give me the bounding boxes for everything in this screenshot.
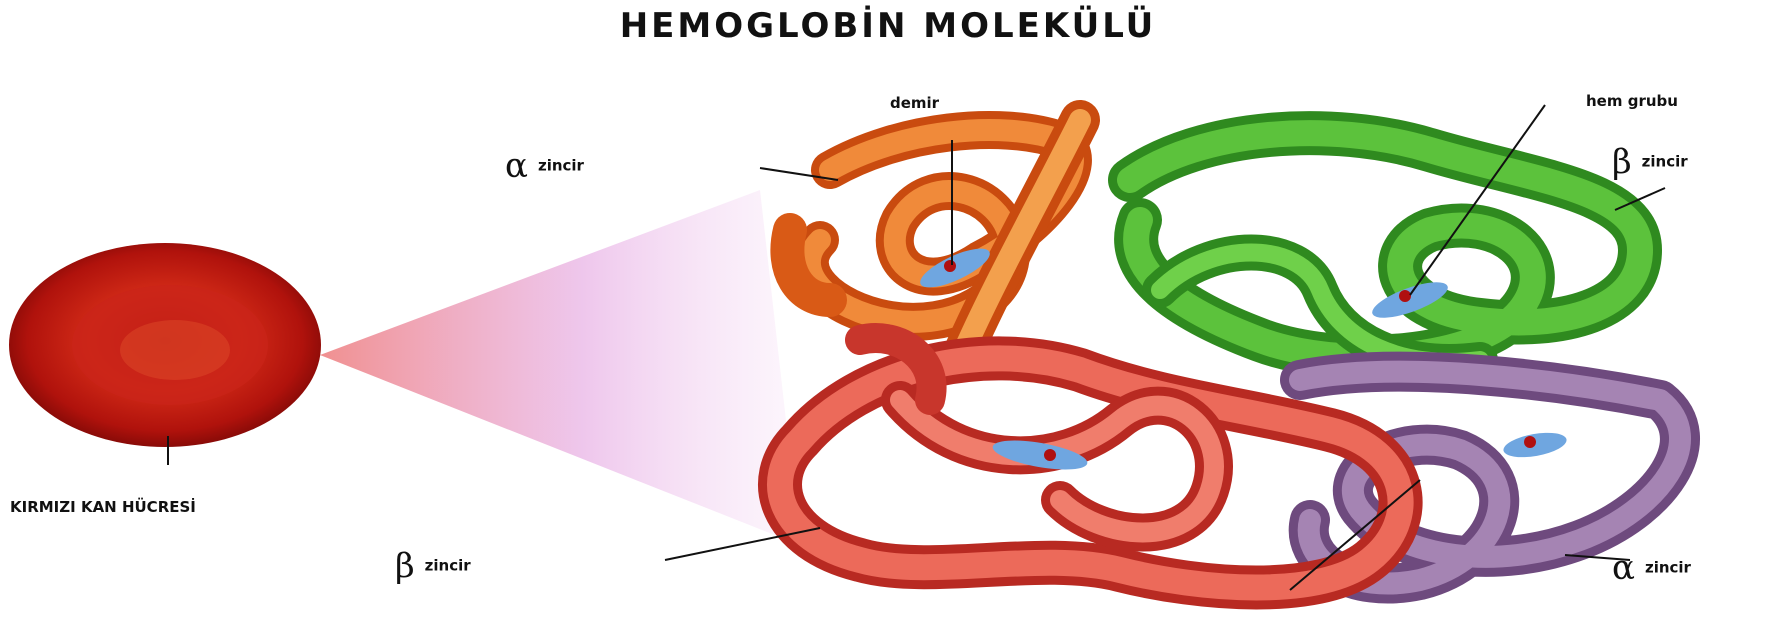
heme-group-label: hem grubu <box>1586 92 1678 110</box>
red-blood-cell-label: KIRMIZI KAN HÜCRESİ <box>10 498 196 516</box>
alpha-symbol: α <box>505 146 528 186</box>
chain-text: zincir <box>1645 559 1691 577</box>
beta-chain-top <box>1130 133 1640 362</box>
chain-text: zincir <box>1642 153 1688 171</box>
chain-text: zincir <box>538 157 584 175</box>
magnification-cone <box>320 190 800 545</box>
chain-text: zincir <box>425 557 471 575</box>
alpha-symbol: α <box>1612 548 1635 588</box>
red-blood-cell <box>9 243 321 447</box>
alpha-chain-top <box>787 120 1080 360</box>
beta-symbol: β <box>395 546 415 586</box>
beta-symbol: β <box>1612 142 1632 182</box>
iron-label: demir <box>890 94 939 112</box>
